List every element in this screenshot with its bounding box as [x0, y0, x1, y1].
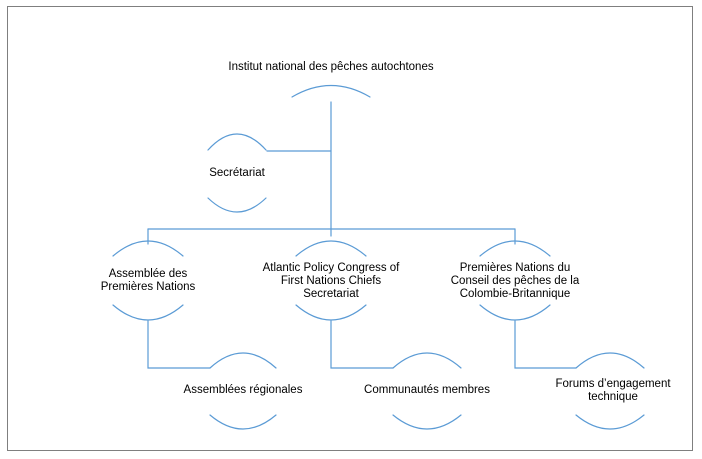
node-forums-bottom-arc — [575, 414, 645, 430]
node-communities-top-arc — [392, 352, 462, 369]
node-forums-top-arc — [575, 352, 645, 369]
node-secretariat-label: Secrétariat — [209, 167, 265, 179]
node-regional-label: Assemblées régionales — [183, 384, 303, 396]
node-apc-bottom-arc — [295, 304, 367, 321]
connector-apc-communities — [330, 320, 394, 369]
node-apn-label: Assemblée des Premières Nations — [100, 268, 196, 293]
node-secretariat-bottom-arc — [207, 197, 267, 213]
node-communities-bottom-arc — [392, 414, 462, 430]
node-apc-top-arc — [295, 240, 367, 257]
node-regional-bottom-arc — [209, 414, 277, 430]
connector-apn-regional — [147, 320, 211, 369]
node-forums-label: Forums d’engagement technique — [555, 378, 671, 403]
node-bc-bottom-arc — [479, 304, 551, 321]
node-institut-label: Institut national des pêches autochtones — [228, 61, 434, 73]
node-communities-label: Communautés membres — [364, 384, 490, 396]
node-apn-bottom-arc — [112, 304, 184, 321]
node-apn-top-arc — [112, 240, 184, 257]
node-bc-top-arc — [479, 240, 551, 257]
node-secretariat-top-arc — [207, 133, 267, 151]
chart-frame — [7, 6, 693, 451]
node-bc-label: Premières Nations du Conseil des pêches … — [450, 262, 580, 300]
connector-bc-forums — [514, 320, 577, 369]
node-apc-label: Atlantic Policy Congress of First Nation… — [262, 262, 400, 300]
node-institut-bottom-arc — [291, 84, 371, 98]
node-regional-top-arc — [209, 352, 277, 369]
